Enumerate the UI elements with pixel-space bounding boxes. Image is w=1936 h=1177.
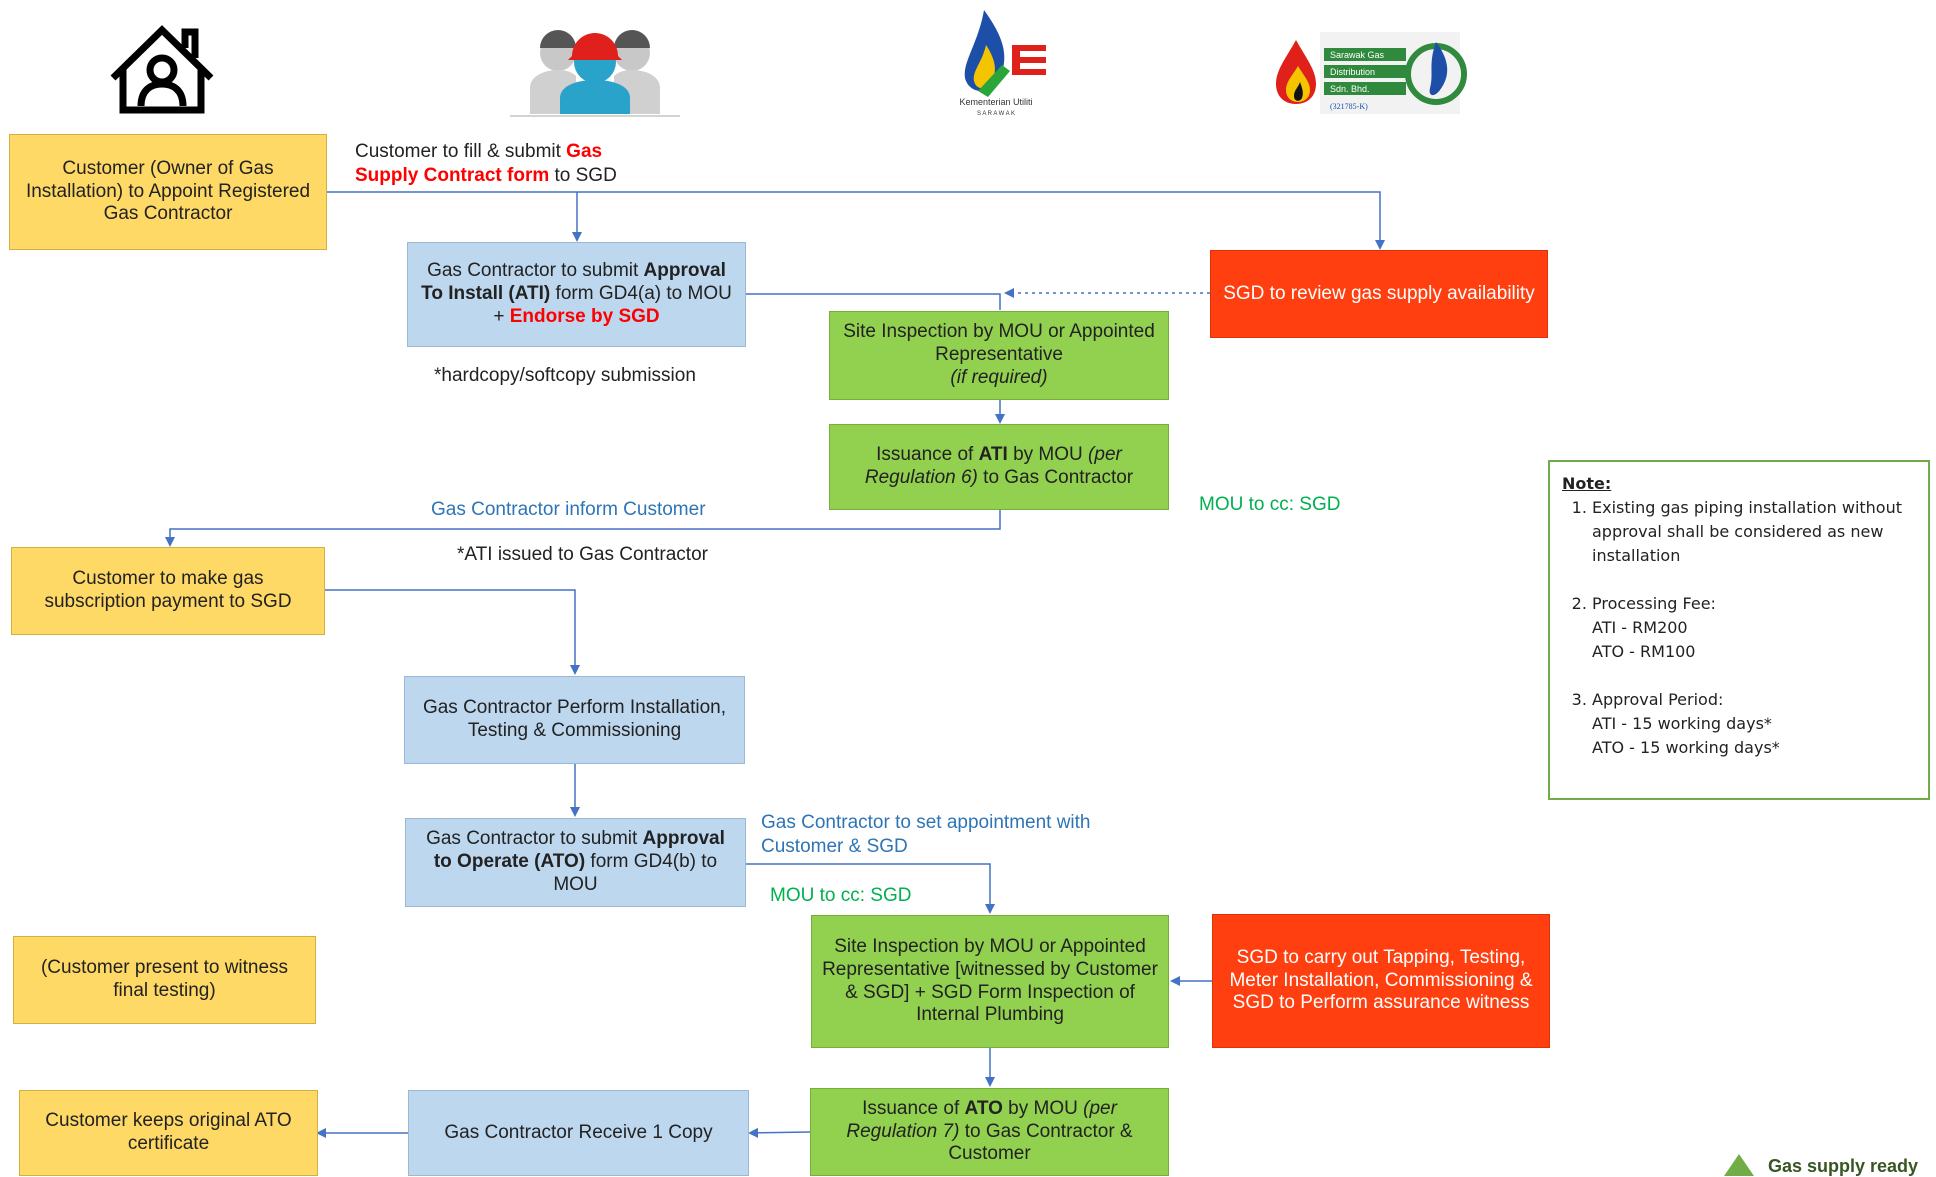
payment-box: Customer to make gas subscription paymen… <box>11 547 325 635</box>
perform-installation-box: Gas Contractor Perform Installation, Tes… <box>404 676 745 764</box>
cc-sgd-label-1: MOU to cc: SGD <box>1199 494 1341 515</box>
customer-witness-text: (Customer present to witness final testi… <box>40 957 289 1001</box>
site-inspection-1-box: Site Inspection by MOU or Appointed Repr… <box>829 311 1169 400</box>
issuance-ato-text: Issuance of ATO by MOU (per Regulation 7… <box>846 1097 1133 1165</box>
sgd-line3: Sdn. Bhd. <box>1330 84 1370 94</box>
workers-icon <box>510 30 680 117</box>
ministry-name: Kementerian Utiliti <box>959 97 1032 107</box>
ministry-state: S A R A W A K <box>977 111 1015 117</box>
issuance-ati-box: Issuance of ATI by MOU (per Regulation 6… <box>829 424 1169 510</box>
contractor-receive-box: Gas Contractor Receive 1 Copy <box>408 1090 749 1176</box>
tapping-testing-box: SGD to carry out Tapping, Testing, Meter… <box>1212 914 1550 1048</box>
submit-ato-box: Gas Contractor to submit Approval to Ope… <box>405 818 746 907</box>
submit-ati-box: Gas Contractor to submit Approval To Ins… <box>407 242 746 347</box>
note-panel: Note: Existing gas piping installation w… <box>1548 460 1930 800</box>
arrow-issuance-to-receive <box>748 1127 811 1138</box>
issuance-ati-text: Issuance of ATI by MOU (per Regulation 6… <box>864 444 1134 488</box>
sgd-logo: Sarawak Gas Distribution Sdn. Bhd. (3217… <box>1276 32 1467 114</box>
customer-keeps-ato-text: Customer keeps original ATO certificate <box>45 1110 292 1154</box>
review-supply-text: SGD to review gas supply availability <box>1223 282 1535 304</box>
cc-sgd-label-2: MOU to cc: SGD <box>770 885 912 906</box>
customer-witness-box: (Customer present to witness final testi… <box>13 936 316 1024</box>
sgd-line2: Distribution <box>1330 67 1375 77</box>
contractor-receive-text: Gas Contractor Receive 1 Copy <box>444 1121 713 1143</box>
tapping-testing-text: SGD to carry out Tapping, Testing, Meter… <box>1229 946 1533 1014</box>
sgd-line1: Sarawak Gas <box>1330 50 1385 60</box>
submit-ato-text: Gas Contractor to submit Approval to Ope… <box>426 828 725 895</box>
note-item-1: Existing gas piping installation without… <box>1592 496 1916 568</box>
perform-installation-text: Gas Contractor Perform Installation, Tes… <box>422 697 727 741</box>
ati-issued-note: *ATI issued to Gas Contractor <box>457 544 708 565</box>
site-inspection-1-text: Site Inspection by MOU or Appointed Repr… <box>843 321 1155 388</box>
issuance-ato-box: Issuance of ATO by MOU (per Regulation 7… <box>810 1088 1169 1176</box>
note-title: Note: <box>1562 474 1612 493</box>
review-supply-box: SGD to review gas supply availability <box>1210 250 1548 338</box>
payment-text: Customer to make gas subscription paymen… <box>44 568 292 612</box>
ministry-logo: Kementerian Utiliti S A R A W A K <box>959 10 1046 117</box>
site-inspection-2-box: Site Inspection by MOU or Appointed Repr… <box>811 915 1169 1048</box>
hardcopy-note: *hardcopy/softcopy submission <box>434 365 696 386</box>
arrow-ati-to-site1 <box>746 293 1001 310</box>
note-item-3: Approval Period:ATI - 15 working days*AT… <box>1592 688 1916 760</box>
up-triangle-icon <box>1724 1154 1754 1176</box>
house-icon <box>110 25 214 114</box>
sgd-line4: (321785-K) <box>1330 102 1368 111</box>
arrow-payment-to-perform <box>325 589 580 675</box>
arrow-issuance-to-payment <box>165 510 1001 547</box>
inform-customer-label: Gas Contractor inform Customer <box>431 499 706 520</box>
customer-keeps-ato-box: Customer keeps original ATO certificate <box>19 1090 318 1176</box>
arrow-ato-to-site2 <box>746 863 995 914</box>
appoint-contractor-box: Customer (Owner of Gas Installation) to … <box>9 134 327 250</box>
arrow-to-review <box>327 191 1385 250</box>
gas-supply-ready-label: Gas supply ready <box>1768 1156 1919 1176</box>
site-inspection-2-text: Site Inspection by MOU or Appointed Repr… <box>822 935 1158 1026</box>
appoint-contractor-text: Customer (Owner of Gas Installation) to … <box>25 157 311 225</box>
submit-ati-text: Gas Contractor to submit Approval To Ins… <box>421 260 732 327</box>
